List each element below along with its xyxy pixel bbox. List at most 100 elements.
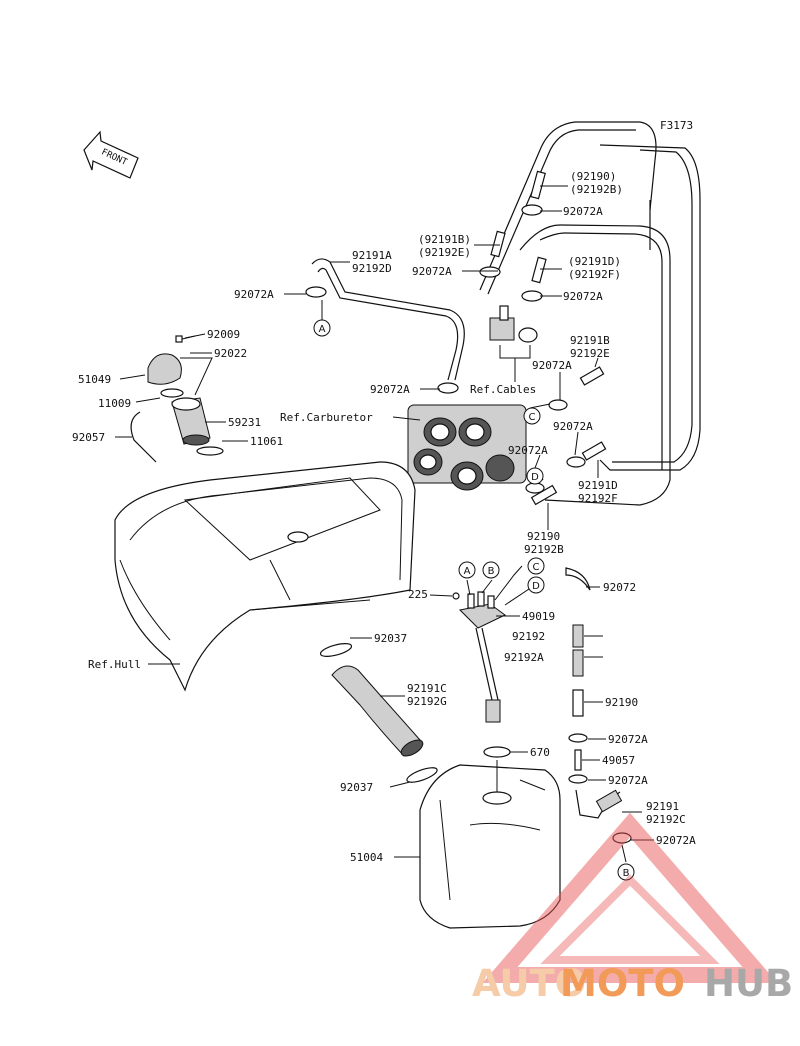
label-92037: 92037	[340, 781, 373, 794]
label-225: 225	[408, 588, 428, 601]
label-ref-hull: Ref.Hull	[88, 658, 141, 671]
label-51049: 51049	[78, 373, 111, 386]
clamp-92037b	[406, 767, 438, 783]
callout-c-upper: C	[523, 407, 541, 425]
label-92072a: 92072A	[563, 290, 603, 303]
label-92192e: 92192E	[570, 347, 610, 360]
label-92192b: 92192B	[524, 543, 564, 556]
callout-a-lower: A	[458, 561, 476, 579]
label-92192e-paren: (92192E)	[418, 246, 471, 259]
clamp	[612, 832, 632, 844]
svg-text:A: A	[319, 324, 326, 335]
part-labels: (92190) (92192B) 92072A (92191B) (92192E…	[72, 170, 696, 864]
figure-id: F3173	[660, 119, 693, 132]
svg-text:B: B	[488, 566, 495, 577]
label-92072a: 92072A	[370, 383, 410, 396]
label-92192: 92192	[512, 630, 545, 643]
label-92190: 92190	[605, 696, 638, 709]
label-92190: 92190	[527, 530, 560, 543]
label-92190-paren: (92190)	[570, 170, 616, 183]
automotohub-watermark: AUTO MOTO HUB	[472, 812, 793, 1005]
fitting-49057	[574, 749, 582, 771]
label-92191b-paren: (92191B)	[418, 233, 471, 246]
svg-text:C: C	[533, 562, 540, 573]
label-92192c: 92192C	[646, 813, 686, 826]
hose-92192a	[572, 649, 584, 677]
label-59231: 59231	[228, 416, 261, 429]
hose-a	[311, 258, 465, 381]
callout-c-lower: C	[527, 557, 545, 575]
svg-text:D: D	[532, 581, 540, 592]
svg-text:A: A	[464, 566, 471, 577]
callout-d-lower: D	[527, 576, 545, 594]
fuel-cock	[489, 305, 538, 343]
label-92072a: 92072A	[608, 774, 648, 787]
label-92192f: 92192F	[578, 492, 618, 505]
screw-225	[452, 592, 460, 600]
label-92022: 92022	[214, 347, 247, 360]
label-92192a: 92192A	[504, 651, 544, 664]
hose-92192c	[595, 789, 623, 813]
svg-text:B: B	[623, 868, 630, 879]
label-92191d-paren: (92191D)	[568, 255, 621, 268]
label-49019: 49019	[522, 610, 555, 623]
label-92072: 92072	[603, 581, 636, 594]
label-11009: 11009	[98, 397, 131, 410]
label-49057: 49057	[602, 754, 635, 767]
hose-segment	[531, 256, 547, 284]
gasket-670	[483, 746, 511, 758]
label-92191d: 92191D	[578, 479, 618, 492]
leader-lines	[115, 185, 654, 863]
label-92192b-paren: (92192B)	[570, 183, 623, 196]
hose-a-inner	[317, 267, 459, 381]
label-92192f-paren: (92192F)	[568, 268, 621, 281]
label-92191a: 92191A	[352, 249, 392, 262]
hose-segment	[579, 366, 605, 386]
front-arrow-icon: FRONT	[83, 130, 139, 179]
svg-text:D: D	[531, 472, 539, 483]
label-ref-carburetor: Ref.Carburetor	[280, 411, 373, 424]
label-51004: 51004	[350, 851, 383, 864]
label-92192g: 92192G	[407, 695, 447, 708]
label-ref-cables: Ref.Cables	[470, 383, 536, 396]
fuel-hoses-upper	[479, 121, 701, 506]
hose-segment	[581, 441, 607, 461]
label-92072a: 92072A	[656, 834, 696, 847]
label-92191b: 92191B	[570, 334, 610, 347]
watermark-moto: MOTO	[560, 962, 685, 1005]
hose-segment	[530, 170, 546, 200]
callout-b-bottom: B	[617, 863, 635, 881]
label-92191c: 92191C	[407, 682, 447, 695]
label-92072a: 92072A	[234, 288, 274, 301]
clamp	[568, 774, 588, 784]
hose-92190	[572, 689, 584, 717]
label-92072a: 92072A	[412, 265, 452, 278]
svg-text:C: C	[529, 412, 536, 423]
clip-92072	[565, 567, 591, 591]
tether-strap	[130, 411, 157, 463]
label-92057: 92057	[72, 431, 105, 444]
callout-b-lower: B	[482, 561, 500, 579]
label-92009: 92009	[207, 328, 240, 341]
clamp-icons	[305, 204, 586, 494]
carburetor	[407, 404, 527, 491]
filler-neck	[171, 397, 211, 446]
filler-gasket	[196, 446, 224, 456]
hose-segment	[490, 230, 506, 258]
label-92037: 92037	[374, 632, 407, 645]
fuel-gauge-sender	[458, 591, 506, 723]
watermark-hub: HUB	[704, 962, 793, 1005]
clamp-92037	[319, 643, 353, 657]
watermark-auto: AUTO	[472, 962, 586, 1005]
label-92072a: 92072A	[563, 205, 603, 218]
filler-hose	[331, 665, 421, 757]
label-670: 670	[530, 746, 550, 759]
label-92191: 92191	[646, 800, 679, 813]
fuel-cap	[147, 335, 196, 385]
label-92192d: 92192D	[352, 262, 392, 275]
hull	[114, 461, 416, 692]
filler-hose-end	[400, 739, 424, 757]
label-92072a: 92072A	[532, 359, 572, 372]
fuel-tank	[419, 764, 561, 929]
